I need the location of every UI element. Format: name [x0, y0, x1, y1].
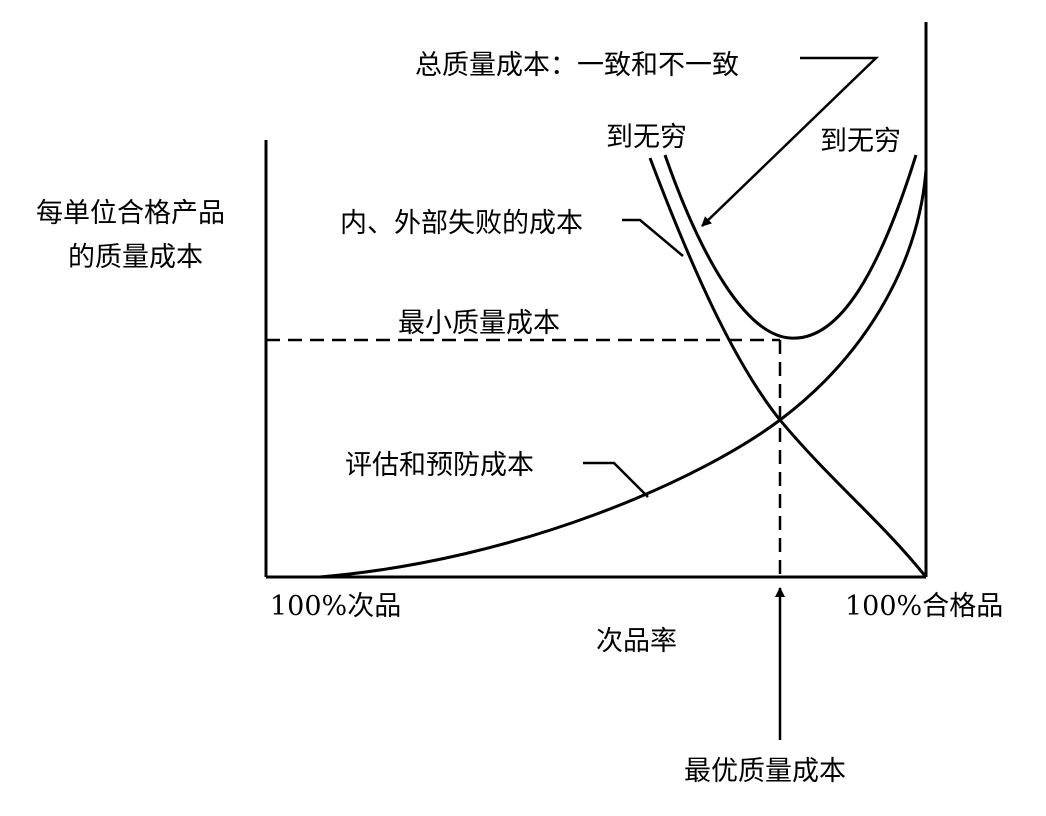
total-quality-cost-curve — [663, 154, 918, 340]
failure-cost-leader — [622, 218, 684, 257]
x-left-label: 100%次品 — [270, 591, 401, 622]
x-right-label: 100%合格品 — [845, 591, 1003, 622]
min-cost-label: 最小质量成本 — [398, 308, 560, 339]
appraisal-prevention-cost-curve — [319, 169, 928, 579]
total-cost-label: 总质量成本：一致和不一致 — [415, 50, 739, 81]
optimal-cost-label: 最优质量成本 — [684, 756, 846, 787]
x-axis-label: 次品率 — [596, 626, 677, 657]
infinity-label-left: 到无穷 — [606, 122, 687, 153]
y-axis-label-line2: 的质量成本 — [68, 242, 203, 273]
failure-cost-label: 内、外部失败的成本 — [340, 208, 583, 239]
y-axis-label-line1: 每单位合格产品 — [36, 198, 225, 229]
failure-cost-curve — [648, 157, 928, 578]
appraisal-cost-label: 评估和预防成本 — [345, 450, 534, 481]
appraisal-cost-leader — [583, 461, 649, 498]
total-cost-leader — [701, 56, 880, 227]
infinity-label-right: 到无穷 — [820, 126, 901, 157]
